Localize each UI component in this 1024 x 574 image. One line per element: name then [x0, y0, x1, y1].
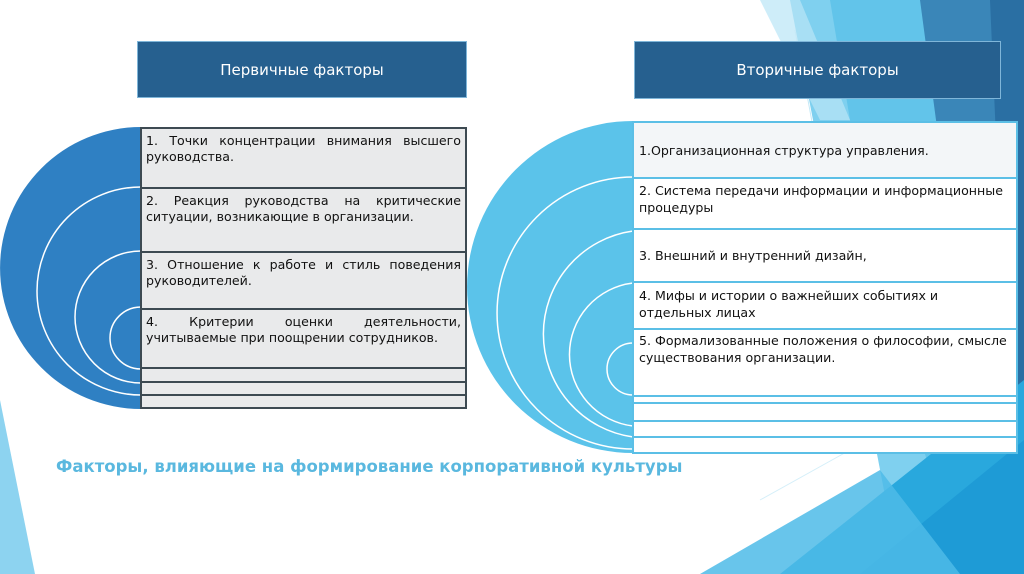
list-item-empty — [632, 438, 1018, 454]
secondary-factors-list: 1.Организационная структура управления. … — [632, 121, 1018, 454]
list-item: 3. Отношение к работе и стиль поведения … — [140, 253, 467, 310]
primary-factors-header: Первичные факторы — [137, 41, 467, 98]
list-item-empty — [140, 383, 467, 396]
secondary-factors-header: Вторичные факторы — [634, 41, 1001, 99]
list-item-empty — [632, 397, 1018, 404]
primary-factors-list: 1. Точки концентрации внимания высшего р… — [140, 127, 467, 409]
list-item: 4. Критерии оценки деятельности, учитыва… — [140, 310, 467, 369]
secondary-factors-header-label: Вторичные факторы — [736, 61, 899, 79]
list-item: 3. Внешний и внутренний дизайн, — [632, 230, 1018, 283]
list-item-empty — [140, 396, 467, 409]
list-item-empty — [140, 369, 467, 383]
list-item: 4. Мифы и истории о важнейших событиях и… — [632, 283, 1018, 330]
list-item: 2. Реакция руководства на критические си… — [140, 189, 467, 253]
list-item: 1.Организационная структура управления. — [632, 121, 1018, 179]
list-item-empty — [632, 404, 1018, 422]
primary-concentric-semicircle — [0, 127, 142, 409]
slide-title: Факторы, влияющие на формирование корпор… — [56, 457, 683, 476]
list-item: 5. Формализованные положения о философии… — [632, 330, 1018, 397]
list-item: 2. Система передачи информации и информа… — [632, 179, 1018, 230]
list-item-empty — [632, 422, 1018, 438]
list-item: 1. Точки концентрации внимания высшего р… — [140, 127, 467, 189]
primary-factors-header-label: Первичные факторы — [220, 60, 384, 79]
secondary-concentric-semicircle — [467, 121, 634, 453]
